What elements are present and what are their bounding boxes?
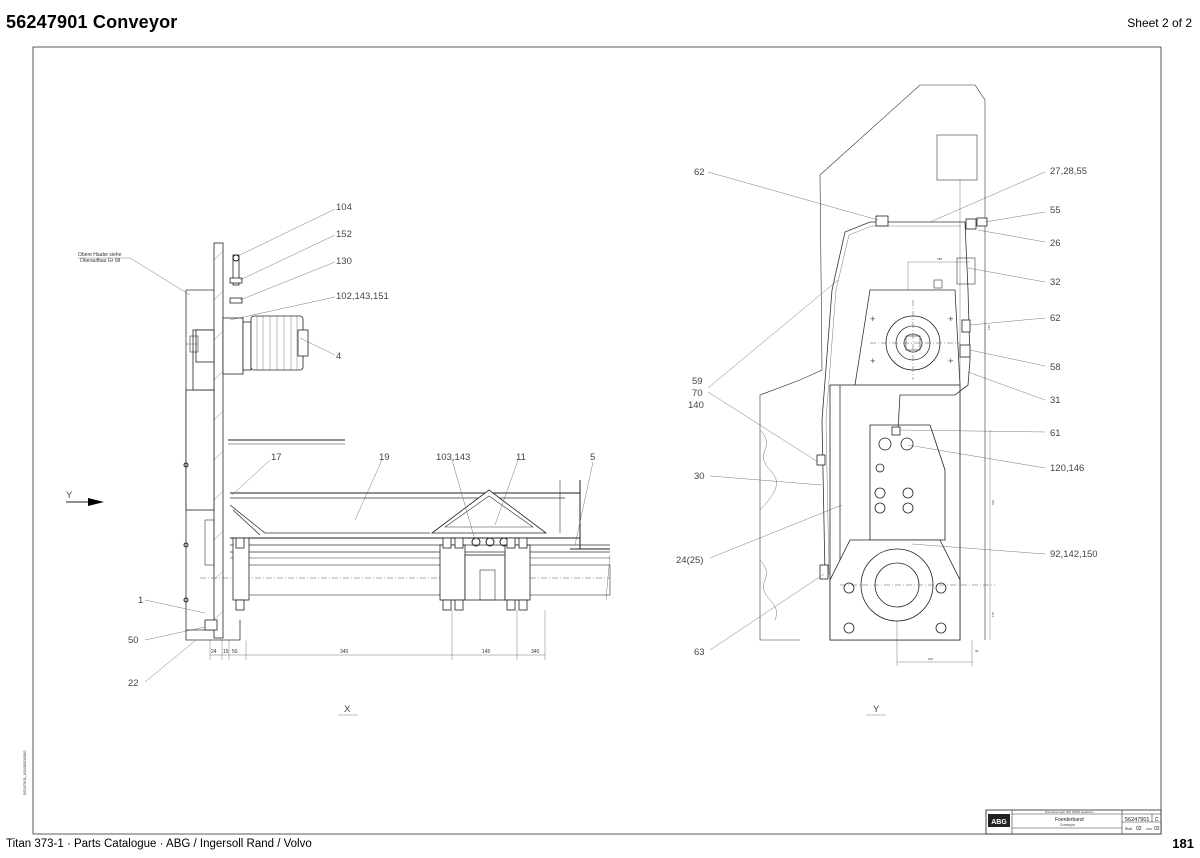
callout-63: 63 [694,647,705,658]
view-label-x: X [344,704,351,715]
page-title: 56247901 Conveyor [6,12,178,32]
callout-62-b: 62 [1050,313,1061,324]
note-line-2: Oberaufbau Gr 08 [80,258,121,264]
callout-50: 50 [128,635,139,646]
title-block-sheet-label: Blatt [1125,827,1132,831]
callout-152: 152 [336,229,352,240]
callout-130: 130 [336,256,352,267]
callout-30: 30 [694,471,705,482]
dim-30: 30 [975,649,979,653]
right-view: + + + + [676,84,1098,716]
callout-140: 140 [688,400,704,411]
title-block-header: Schutzvermerk ISO 16016 beachten [1045,810,1094,814]
callout-27-28-55: 27,28,55 [1050,166,1087,177]
leaders-right-right [899,171,1046,555]
svg-text:+: + [948,356,954,367]
callout-59: 59 [692,376,703,387]
callout-1: 1 [138,595,143,606]
title-block-doc-number: 56247901 [1125,817,1149,823]
footer-text: Titan 373-1 · Parts Catalogue · ABG / In… [6,838,312,850]
title-block-legal: The copying, distribution and utilizatio… [987,828,1096,829]
leaders-left [144,208,594,683]
dim-145: 145 [482,649,491,655]
dim-170: 170 [991,612,995,617]
callout-24-25: 24(25) [676,555,703,566]
dim-610: 610 [991,500,995,505]
callout-5: 5 [590,452,595,463]
drawing-frame [32,46,1162,835]
callout-55: 55 [1050,205,1061,216]
title-block-sheet-total: 02 [1154,826,1160,832]
svg-text:+: + [948,314,954,325]
note-line-1: Obere Haube siehe [78,252,122,258]
side-code: 56247901_00000000000 [22,750,27,796]
left-view: 24 15 50 340 145 340 Y Obere Haube siehe… [66,202,611,716]
callout-70: 70 [692,388,703,399]
view-label-y: Y [873,704,880,715]
svg-text:+: + [870,356,876,367]
dim-130: 130 [987,325,991,330]
callout-104: 104 [336,202,352,213]
callout-92-142-150: 92,142,150 [1050,549,1098,560]
direction-label-y: Y [66,490,73,501]
abg-logo: ABG [991,819,1007,826]
callout-103-143: 103,143 [436,452,470,463]
callout-61: 61 [1050,428,1061,439]
callout-19: 19 [379,452,390,463]
callout-11: 11 [516,452,526,463]
callout-4: 4 [336,351,341,362]
dim-50: 50 [232,649,238,655]
dim-24: 24 [211,649,217,655]
dim-340-b: 340 [531,649,540,655]
dim-340-a: 340 [340,649,349,655]
bolts-left-view [204,537,528,631]
leaders-right-left [707,171,879,651]
title-block-sheet-no: 02 [1136,826,1142,832]
title-block-name: Foerderband [1055,817,1084,823]
callout-26: 26 [1050,238,1061,249]
title-block-revision: C [1155,817,1159,823]
callout-32: 32 [1050,277,1061,288]
callout-58: 58 [1050,362,1061,373]
dim-188: 188 [937,257,942,261]
callout-62-a: 62 [694,167,705,178]
callout-102-143-151: 102,143,151 [336,291,389,302]
dim-15: 15 [223,649,229,655]
title-block-of-label: von [1146,827,1152,831]
dim-190: 190 [928,657,933,661]
callout-120-146: 120,146 [1050,463,1084,474]
title-block-subname: Conveyor [1060,823,1076,827]
callout-31: 31 [1050,395,1061,406]
page-number: 181 [1172,836,1194,851]
callout-17: 17 [271,452,282,463]
sheet-indicator: Sheet 2 of 2 [1127,16,1192,30]
title-block: ABG Schutzvermerk ISO 16016 beachten 562… [985,809,1162,835]
svg-text:+: + [870,314,876,325]
callout-22: 22 [128,678,139,689]
